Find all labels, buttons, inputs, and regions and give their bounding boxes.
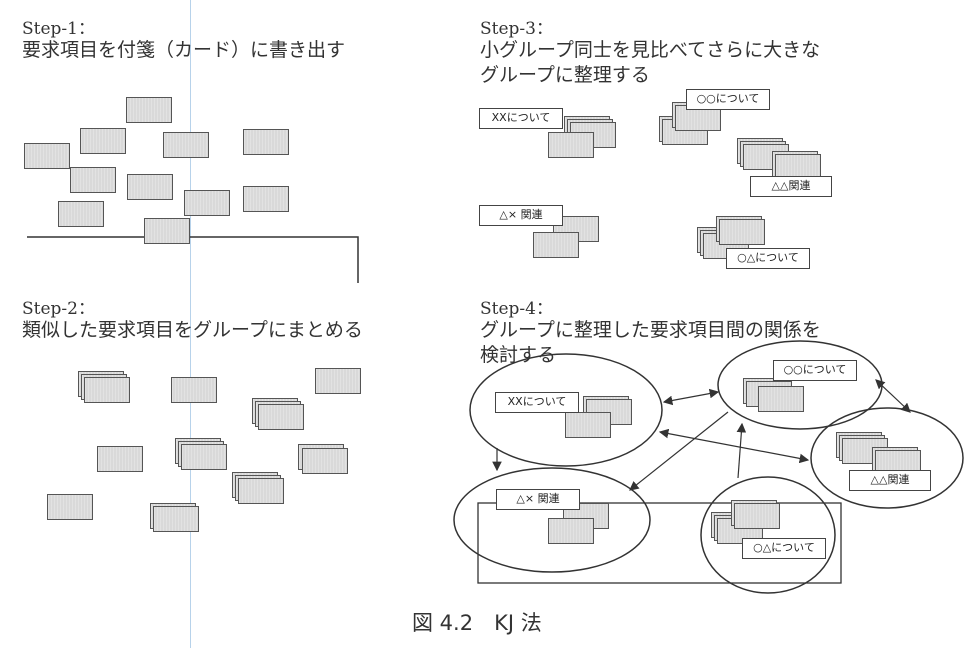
card <box>144 218 190 244</box>
group-label-tt-step4: △△関連 <box>849 470 931 491</box>
card <box>58 201 104 227</box>
card <box>24 143 70 169</box>
card <box>734 503 780 529</box>
card <box>163 132 209 158</box>
step2-title: Step-2： <box>22 299 95 319</box>
scan-guide-line <box>190 0 191 648</box>
group-label-oo-step4: ○○について <box>773 360 857 381</box>
card <box>315 368 361 394</box>
arrow-ot-oo <box>736 422 747 479</box>
card <box>758 386 804 412</box>
arrow-xx-tt <box>658 428 810 464</box>
card <box>184 190 230 216</box>
step1-bracket-line <box>27 236 359 283</box>
arrow-xx-oo <box>662 388 720 406</box>
step3-title: Step-3： <box>480 19 553 39</box>
card <box>533 232 579 258</box>
step2-desc: 類似した要求項目をグループにまとめる <box>22 319 363 341</box>
group-label-tt: △△関連 <box>750 176 832 197</box>
ellipse-tx <box>453 467 651 573</box>
group-label-tx: △× 関連 <box>479 205 563 226</box>
step1-desc: 要求項目を付箋（カード）に書き出す <box>22 39 346 61</box>
group-label-xx-step4: XXについて <box>495 392 579 413</box>
card <box>565 412 611 438</box>
card <box>153 506 199 532</box>
arrow-oo-tx <box>629 411 729 491</box>
card <box>243 186 289 212</box>
arrow-oo-tt <box>875 379 911 413</box>
card <box>181 444 227 470</box>
card <box>719 219 765 245</box>
ellipse-ot <box>700 476 836 594</box>
figure-caption: 図 4.2 KJ 法 <box>412 611 542 635</box>
group-label-xx: XXについて <box>479 108 563 129</box>
card <box>80 128 126 154</box>
card <box>548 518 594 544</box>
group-label-ot: ○△について <box>726 248 810 269</box>
card <box>302 448 348 474</box>
group-label-tx-step4: △× 関連 <box>496 489 580 510</box>
card <box>84 377 130 403</box>
card <box>171 377 217 403</box>
group-label-ot-step4: ○△について <box>742 538 826 559</box>
step1-title: Step-1： <box>22 19 95 39</box>
card <box>775 154 821 180</box>
card <box>238 478 284 504</box>
card <box>127 174 173 200</box>
group-label-oo: ○○について <box>686 89 770 110</box>
card <box>258 404 304 430</box>
step4-frame <box>477 502 842 584</box>
card <box>97 446 143 472</box>
card <box>70 167 116 193</box>
ellipse-xx <box>469 353 663 467</box>
card <box>126 97 172 123</box>
step3-desc: 小グループ同士を見比べてさらに大きな グループに整理する <box>480 39 821 86</box>
step4-title: Step-4： <box>480 299 553 319</box>
card <box>243 129 289 155</box>
card <box>47 494 93 520</box>
step4-desc: グループに整理した要求項目間の関係を 検討する <box>480 319 821 366</box>
card <box>548 132 594 158</box>
